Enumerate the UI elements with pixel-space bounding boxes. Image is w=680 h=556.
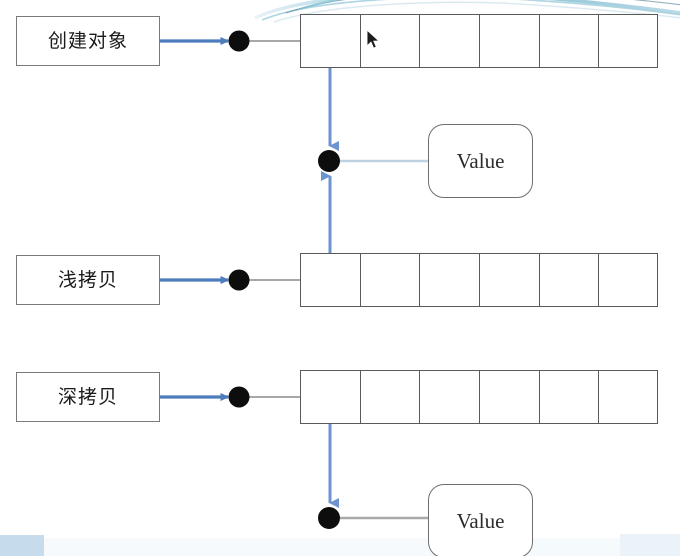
decorative-bottom-band (44, 534, 680, 556)
array-cell[interactable] (301, 371, 361, 423)
array-row-deep-copy[interactable] (300, 370, 658, 424)
node-shallow-copy (228, 269, 250, 291)
array-cell[interactable] (480, 371, 540, 423)
array-cell[interactable] (599, 15, 658, 67)
array-cell[interactable] (599, 371, 658, 423)
array-cell[interactable] (599, 254, 658, 306)
array-cell[interactable] (539, 15, 600, 67)
value-box-deep[interactable]: Value (428, 484, 533, 556)
array-cell[interactable] (360, 254, 421, 306)
label-shallow-copy: 浅拷贝 (57, 268, 118, 291)
array-cell[interactable] (539, 254, 600, 306)
array-cell[interactable] (420, 254, 481, 306)
node-deep-copy (228, 386, 250, 408)
value-label-shared: Value (456, 148, 505, 173)
array-cell[interactable] (360, 15, 421, 67)
array-cell[interactable] (480, 254, 540, 306)
array-row-shallow-copy[interactable] (300, 253, 658, 307)
value-box-shared[interactable]: Value (428, 124, 533, 198)
node-shared-value (318, 150, 340, 172)
label-box-deep-copy[interactable]: 深拷贝 (16, 372, 160, 422)
label-deep-copy: 深拷贝 (57, 385, 118, 408)
array-cell[interactable] (360, 371, 421, 423)
array-cell[interactable] (539, 371, 600, 423)
node-create-object (228, 30, 250, 52)
label-box-create-object[interactable]: 创建对象 (16, 16, 160, 66)
decorative-corner-band (0, 535, 44, 556)
node-deep-value (318, 507, 340, 529)
label-box-shallow-copy[interactable]: 浅拷贝 (16, 255, 160, 305)
array-cell[interactable] (420, 371, 481, 423)
label-create-object: 创建对象 (47, 29, 128, 52)
array-cell[interactable] (480, 15, 540, 67)
array-row-create-object[interactable] (300, 14, 658, 68)
value-label-deep: Value (456, 508, 505, 533)
array-cell[interactable] (420, 15, 481, 67)
array-cell[interactable] (301, 254, 361, 306)
array-cell[interactable] (301, 15, 361, 67)
